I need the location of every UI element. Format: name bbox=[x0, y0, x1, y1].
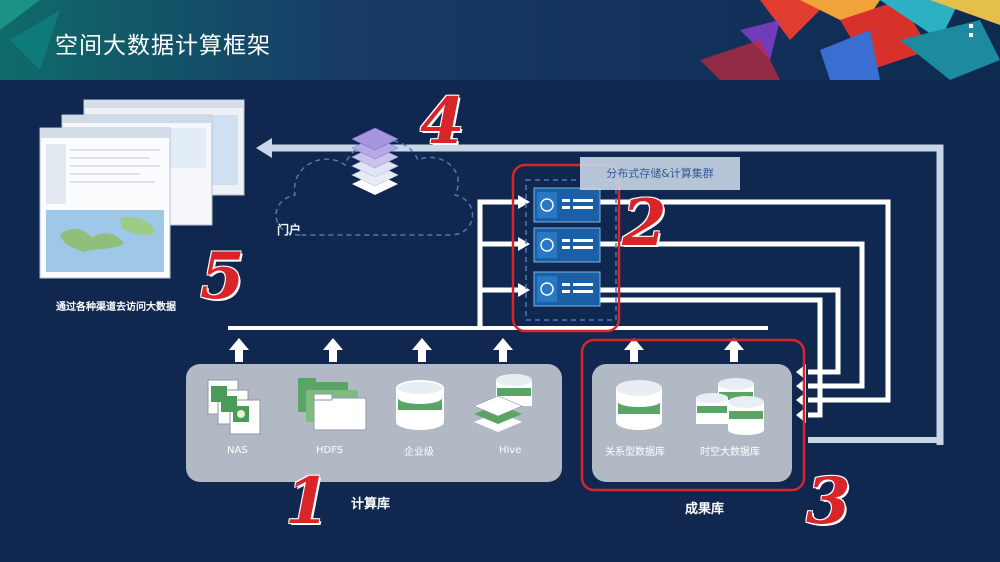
compute-store-panel bbox=[186, 364, 562, 482]
step-number-2: 2 bbox=[622, 186, 667, 261]
access-caption: 通过各种渠道去访问大数据 bbox=[56, 302, 176, 313]
access-screenshots bbox=[39, 99, 245, 279]
return-arrow bbox=[256, 138, 944, 445]
cluster-links bbox=[600, 199, 891, 418]
relational-db-label: 关系型数据库 bbox=[605, 447, 665, 458]
step-number-1: 1 bbox=[285, 464, 330, 539]
stacked-layers-icon bbox=[473, 374, 532, 432]
server-node-icon bbox=[533, 227, 601, 263]
hdfs-label: HDFS bbox=[316, 445, 344, 456]
menu-dots-icon bbox=[966, 24, 976, 46]
header-banner bbox=[0, 0, 1000, 80]
multi-database-icon bbox=[696, 378, 764, 435]
layer-stack-icon bbox=[351, 127, 399, 195]
nas-label: NAS bbox=[227, 445, 248, 456]
database-icon bbox=[396, 380, 444, 430]
enterprise-label: 企业级 bbox=[404, 447, 434, 458]
step-number-5: 5 bbox=[200, 239, 245, 314]
folders-icon bbox=[298, 378, 367, 431]
cluster-label: 分布式存储&计算集群 bbox=[580, 157, 740, 190]
files-icon bbox=[207, 379, 261, 435]
cluster-box bbox=[525, 179, 617, 321]
server-node-icon bbox=[533, 187, 601, 223]
step-number-4: 4 bbox=[420, 84, 465, 159]
result-highlight bbox=[580, 338, 806, 492]
server-node-icon bbox=[533, 271, 601, 307]
step-number-3: 3 bbox=[806, 464, 851, 539]
cloud-outline bbox=[275, 139, 474, 236]
spatiotemporal-db-label: 时空大数据库 bbox=[700, 447, 760, 458]
bus-up-arrows bbox=[229, 338, 744, 362]
result-store-label: 成果库 bbox=[685, 502, 725, 517]
compute-store-label: 计算库 bbox=[351, 497, 391, 512]
feed-arrowheads bbox=[518, 195, 530, 297]
page-title: 空间大数据计算框架 bbox=[55, 33, 271, 59]
database-icon bbox=[616, 380, 662, 430]
portal-label: 门户 bbox=[277, 223, 302, 237]
cluster-highlight bbox=[511, 163, 621, 333]
hive-label: Hive bbox=[499, 445, 522, 456]
